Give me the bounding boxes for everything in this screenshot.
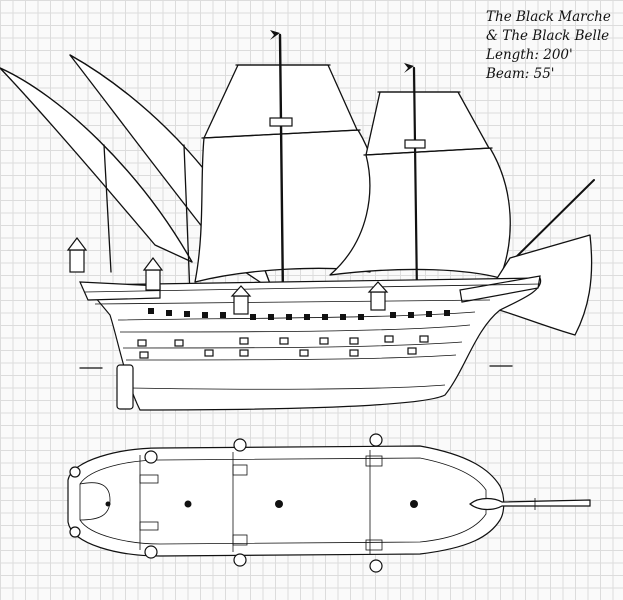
main-pennant-icon bbox=[270, 30, 280, 40]
mizzen-mast bbox=[183, 144, 191, 296]
length-spec: Length: 200' bbox=[486, 47, 573, 63]
hull-wale-5 bbox=[129, 384, 446, 390]
hull-wale-2 bbox=[119, 324, 471, 333]
mast-step-2 bbox=[184, 500, 192, 508]
hatch-3 bbox=[232, 464, 248, 476]
fore-mast bbox=[412, 66, 419, 297]
lower-gunport-row bbox=[137, 335, 429, 359]
main-top-platform bbox=[269, 117, 293, 127]
rail-line-1 bbox=[84, 283, 541, 293]
hull-wale-3 bbox=[122, 341, 463, 349]
deck-plan-view bbox=[67, 433, 591, 573]
bowsprit-plan bbox=[469, 497, 591, 511]
hatch-2 bbox=[139, 521, 159, 531]
ship-name-line-2: & The Black Belle bbox=[486, 28, 610, 44]
gunport-row bbox=[148, 308, 450, 320]
hull-wale-1 bbox=[117, 311, 476, 321]
deck-stern bbox=[79, 482, 111, 521]
side-profile-view bbox=[0, 30, 595, 411]
lateen-sail-aft-lower bbox=[0, 67, 193, 263]
stern-turret bbox=[66, 237, 88, 273]
forecastle bbox=[459, 275, 541, 303]
deck-turret-markers bbox=[69, 433, 383, 573]
hatch-1 bbox=[139, 474, 159, 484]
hatch-5 bbox=[365, 455, 383, 467]
mast-step-3 bbox=[275, 500, 283, 508]
hatch-4 bbox=[232, 534, 248, 546]
main-mast bbox=[278, 33, 285, 302]
fore-course bbox=[329, 147, 511, 279]
mast-step-1 bbox=[105, 501, 111, 507]
fore-pennant-icon bbox=[404, 63, 414, 73]
hull-wale-4 bbox=[125, 354, 457, 361]
beam-spec: Beam: 55' bbox=[486, 66, 555, 82]
fore-course-yard bbox=[363, 147, 493, 156]
rudder bbox=[116, 364, 134, 410]
fore-turret bbox=[367, 281, 389, 311]
mid-turret-1 bbox=[142, 257, 164, 291]
mid-turret-2 bbox=[230, 285, 252, 315]
ship-name-line-1: The Black Marche bbox=[486, 9, 611, 25]
rail-line-2 bbox=[94, 299, 491, 305]
hatch-6 bbox=[365, 539, 383, 551]
fore-topsail bbox=[365, 91, 491, 156]
fore-top-platform bbox=[404, 139, 426, 149]
bonaventure-mast bbox=[103, 144, 112, 273]
title-block: The Black Marche & The Black Belle Lengt… bbox=[486, 8, 620, 84]
bowsprit bbox=[504, 179, 595, 269]
mast-step-4 bbox=[410, 500, 418, 508]
deck-inner-outline bbox=[79, 457, 487, 545]
